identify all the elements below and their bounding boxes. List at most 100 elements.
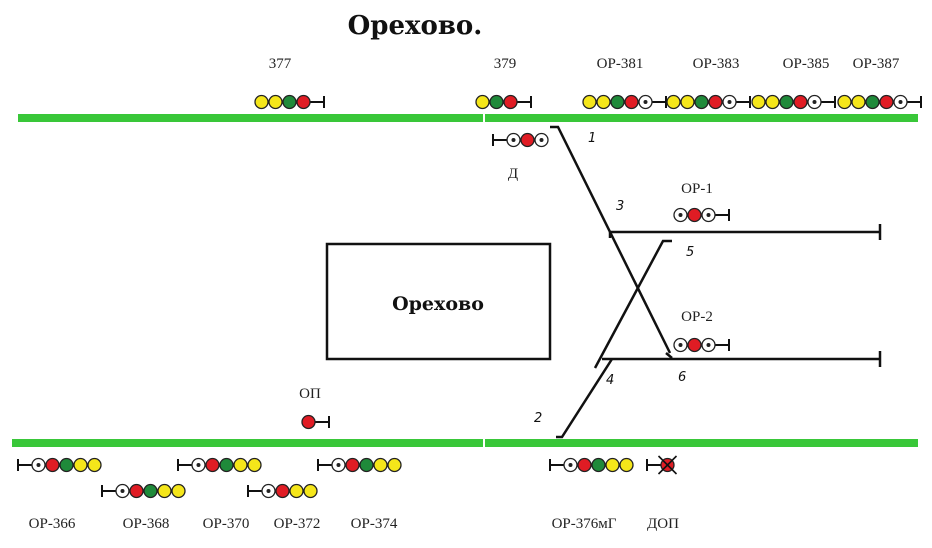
signal-post (247, 485, 262, 497)
signal-lamp-yellow (254, 94, 269, 110)
signal-post (315, 416, 330, 428)
signal-lamp-yellow (289, 483, 304, 499)
station-title: Орехово. (348, 11, 483, 41)
signal-15: ОР-374 (317, 457, 402, 532)
signal-lamp-green (694, 94, 709, 110)
switch-4-label: 4 (606, 373, 614, 388)
signal-post (517, 96, 532, 108)
signal-label: ДОП (647, 516, 679, 532)
signal-lamp-yellow (171, 483, 186, 499)
lunar-lamp-dot (812, 100, 817, 104)
signal-label: ОР-376мГ (552, 516, 617, 532)
lunar-lamp-dot (120, 489, 125, 493)
signal-lamp-yellow (765, 94, 780, 110)
signal-label: ОР-374 (351, 516, 398, 532)
signal-lamp-red (301, 414, 316, 430)
signal-lamp-red (793, 94, 808, 110)
signal-lamp-yellow (303, 483, 318, 499)
signal-lamp-green (591, 457, 606, 473)
signal-post (492, 134, 507, 146)
signal-lamp-red (275, 483, 290, 499)
signal-post (907, 96, 922, 108)
signal-lamp-red (624, 94, 639, 110)
signal-10: ОП (299, 386, 330, 430)
signal-label: ОП (299, 386, 321, 402)
signal-lamp-yellow (373, 457, 388, 473)
signal-label: ОР-368 (123, 516, 170, 532)
switch-2-label: 2 (534, 411, 542, 426)
signal-lamp-yellow (582, 94, 597, 110)
side-track-2 (602, 351, 882, 367)
signal-16: ОР-376мГ (549, 457, 634, 532)
signal-4: ОР-383 (666, 56, 751, 110)
signal-lamp-yellow (751, 94, 766, 110)
signal-label: ОР-385 (783, 56, 830, 72)
signal-lamp-red (45, 457, 60, 473)
signal-post (736, 96, 751, 108)
signal-lamp-yellow (268, 94, 283, 110)
crossover-lines (550, 125, 673, 439)
signal-1: 377 (254, 56, 325, 110)
signal-lamp-yellow (596, 94, 611, 110)
signal-lamp-red (708, 94, 723, 110)
signal-lamp-green (143, 483, 158, 499)
signal-post (715, 339, 730, 351)
signal-13: ОР-370 (177, 457, 262, 532)
signal-post (821, 96, 836, 108)
lunar-lamp-dot (511, 138, 516, 142)
signal-lamp-yellow (87, 457, 102, 473)
signal-post (177, 459, 192, 471)
signal-lamp-yellow (157, 483, 172, 499)
signal-lamp-green (59, 457, 74, 473)
signal-label: ОР-387 (853, 56, 900, 72)
signal-lamp-red (879, 94, 894, 110)
signal-lamp-yellow (851, 94, 866, 110)
signal-post (17, 459, 32, 471)
signal-11: ОР-366 (17, 457, 102, 532)
signal-8: ОР-1 (673, 181, 730, 223)
signal-post (652, 96, 667, 108)
signal-post (101, 485, 116, 497)
lunar-lamp-dot (706, 343, 711, 347)
signal-post (715, 209, 730, 221)
signal-lamp-green (489, 94, 504, 110)
signal-lamp-yellow (247, 457, 262, 473)
signal-label: ОР-383 (693, 56, 740, 72)
lunar-lamp-dot (336, 463, 341, 467)
signal-lamp-red (503, 94, 518, 110)
signal-lamp-yellow (680, 94, 695, 110)
lunar-lamp-dot (643, 100, 648, 104)
signal-lamp-yellow (233, 457, 248, 473)
signal-label: ОР-381 (597, 56, 644, 72)
signal-lamp-yellow (619, 457, 634, 473)
switch-6-label: 6 (678, 370, 686, 385)
lunar-lamp-dot (266, 489, 271, 493)
signal-6: ОР-387 (837, 56, 922, 110)
signal-lamp-red (520, 132, 535, 148)
signal-lamp-yellow (73, 457, 88, 473)
signal-label: ОР-372 (274, 516, 321, 532)
side-track-1 (608, 224, 882, 240)
lunar-lamp-dot (568, 463, 573, 467)
lunar-lamp-dot (727, 100, 732, 104)
station-building-label: Орехово (392, 293, 484, 315)
signal-label: ОР-370 (203, 516, 250, 532)
signal-post (646, 459, 661, 471)
signal-label: ОР-366 (29, 516, 76, 532)
signal-disabled-cross (657, 455, 678, 475)
signal-17: ДОП (646, 455, 679, 532)
signal-5: ОР-385 (751, 56, 836, 110)
signal-7: Д (492, 132, 549, 182)
lunar-lamp-dot (678, 213, 683, 217)
signal-lamp-yellow (387, 457, 402, 473)
signal-3: ОР-381 (582, 56, 667, 110)
switch-1-label: 1 (588, 131, 596, 146)
signal-lamp-red (345, 457, 360, 473)
signal-lamp-green (779, 94, 794, 110)
signal-9: ОР-2 (673, 309, 730, 353)
signal-post (549, 459, 564, 471)
lunar-lamp-dot (196, 463, 201, 467)
signal-12: ОР-368 (101, 483, 186, 532)
